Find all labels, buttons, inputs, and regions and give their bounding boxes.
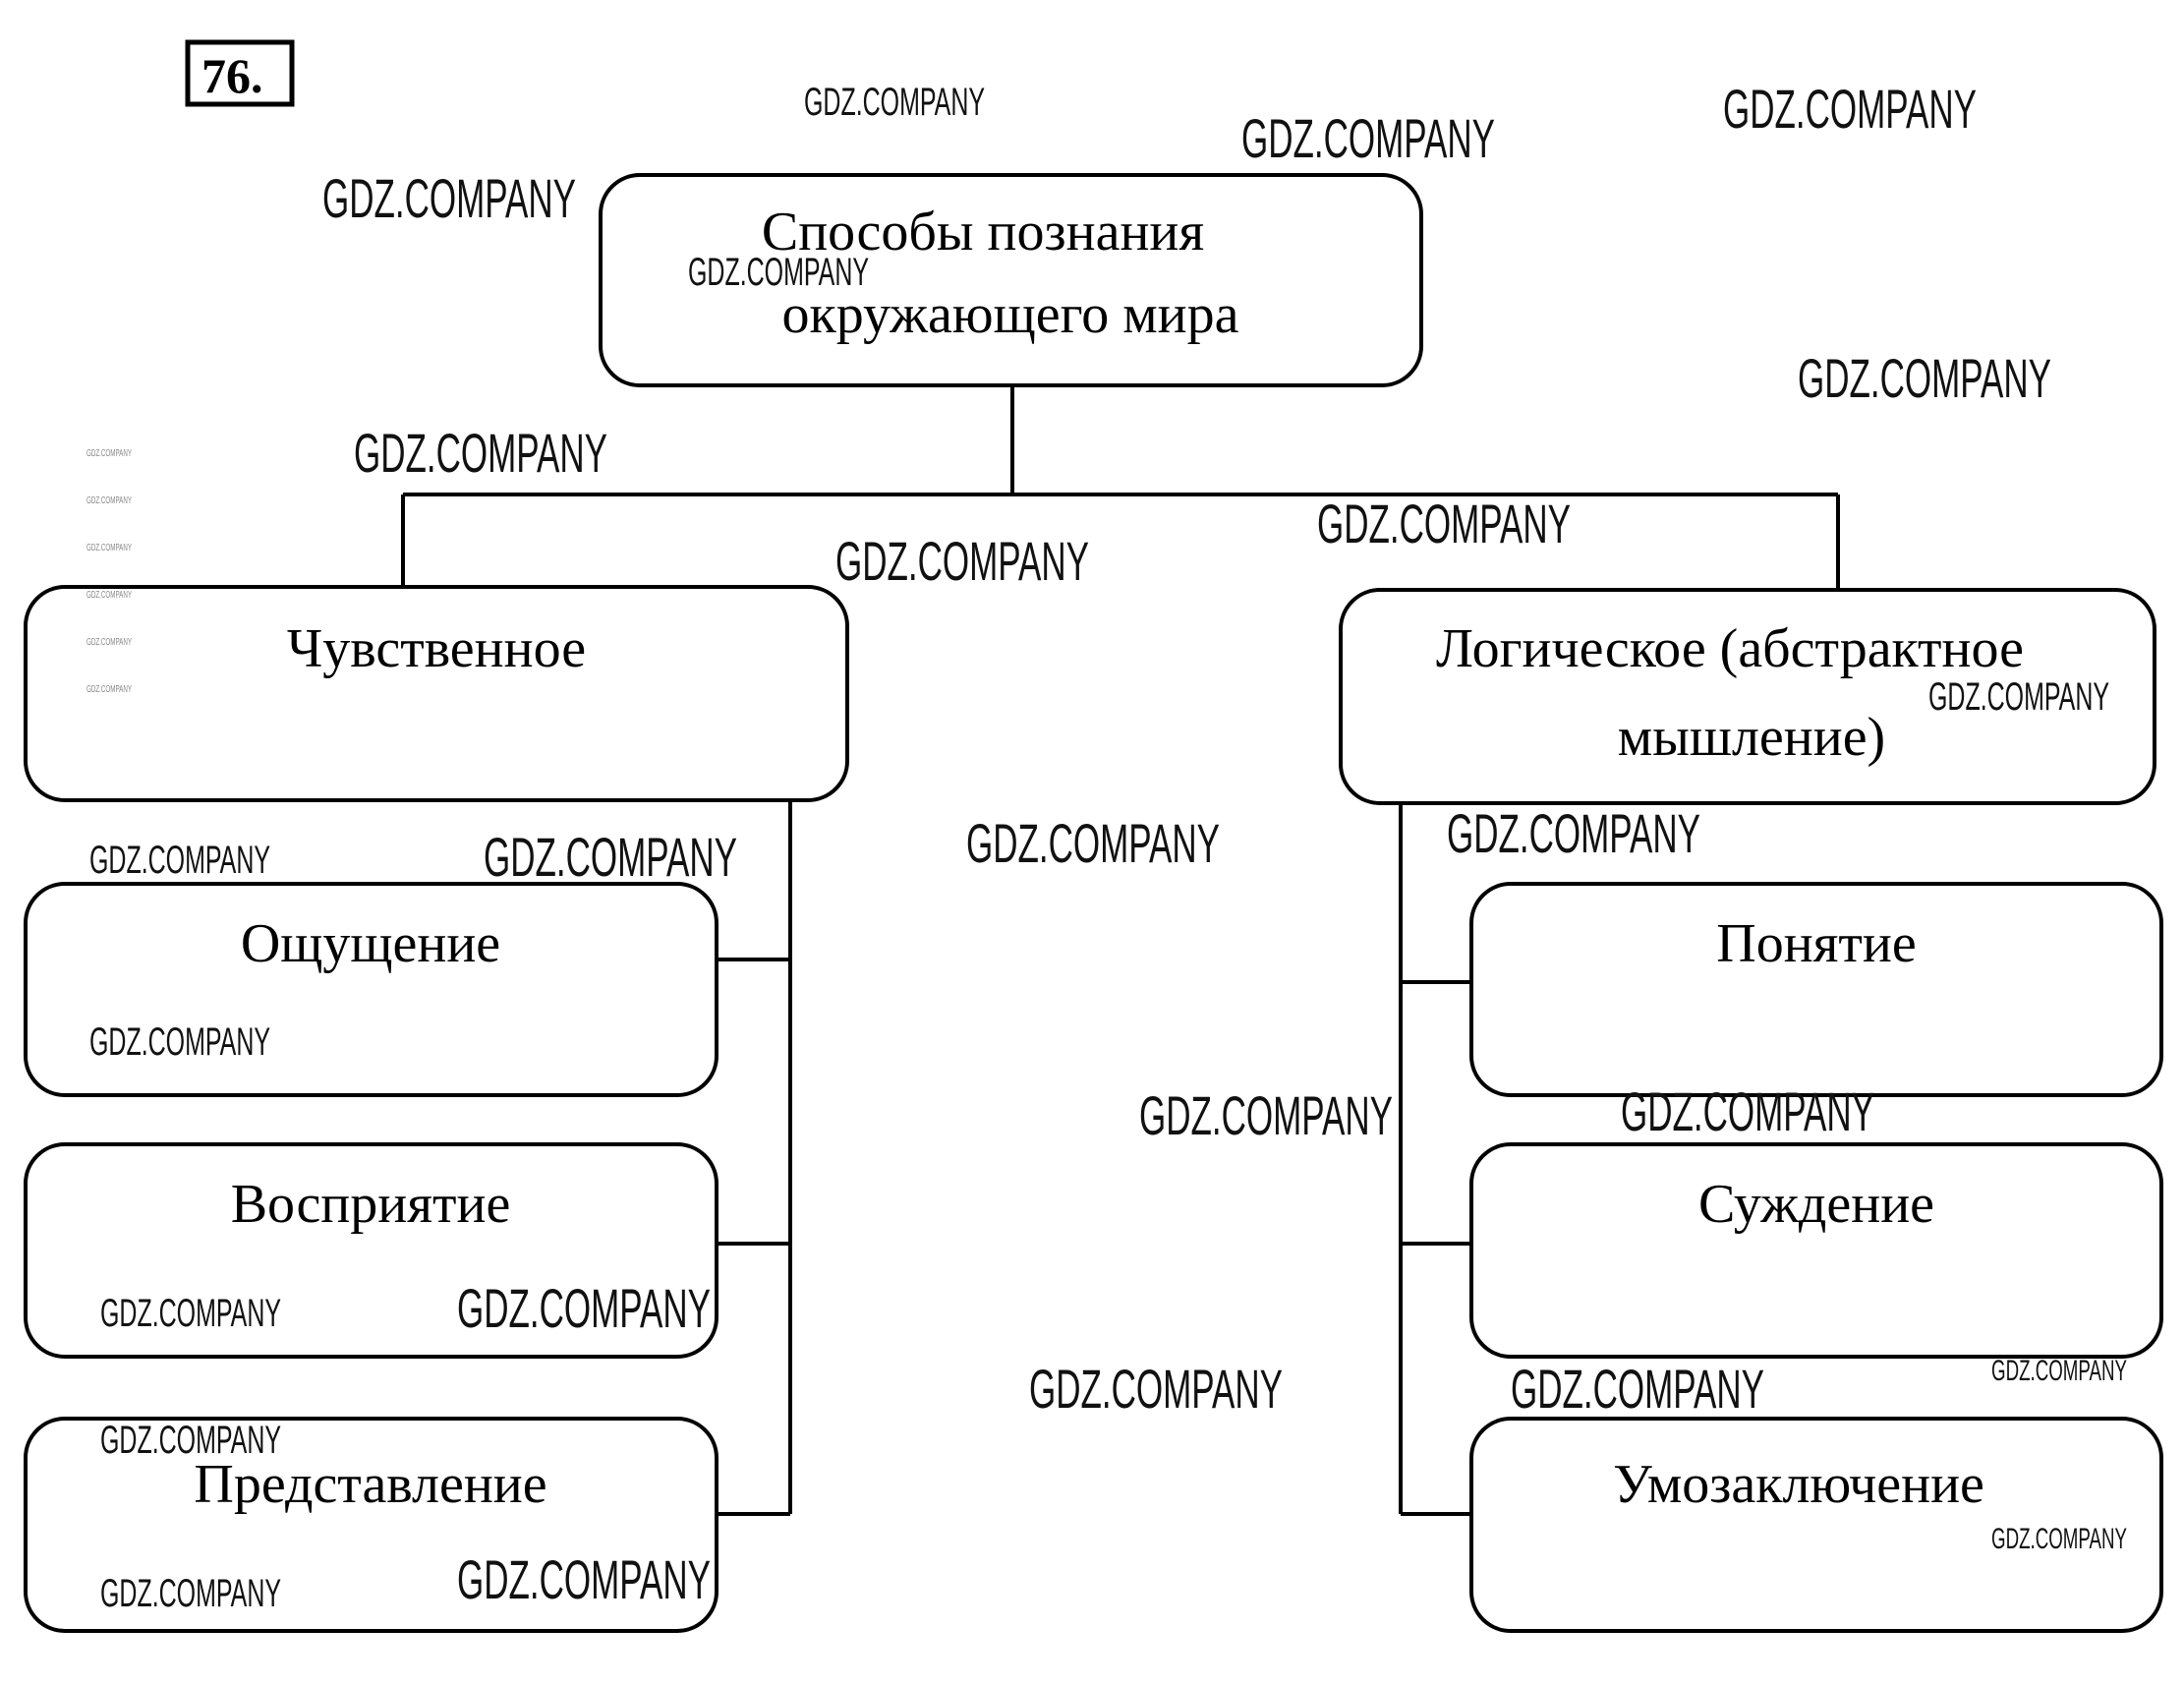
exercise-number-box xyxy=(185,39,295,107)
child-label-sensation: Ощущение xyxy=(241,913,500,974)
child-label-inference: Умозаключение xyxy=(1613,1454,1984,1515)
watermark: GDZ.COMPANY xyxy=(86,543,132,553)
root-node: Способы познания окружающего мира xyxy=(599,173,1423,387)
connectors xyxy=(401,385,1840,1516)
watermark: GDZ.COMPANY xyxy=(86,448,132,459)
watermark: GDZ.COMPANY xyxy=(86,637,132,648)
watermark: GDZ.COMPANY xyxy=(100,1419,281,1462)
branch-label-logical-line2: мышление) xyxy=(1618,707,1885,768)
watermarks: GDZ.COMPANY GDZ.COMPANY GDZ.COMPANY GDZ.… xyxy=(86,78,2127,1615)
watermark: GDZ.COMPANY xyxy=(457,1277,711,1339)
watermark: GDZ.COMPANY xyxy=(457,1548,711,1610)
watermark: GDZ.COMPANY xyxy=(1029,1358,1283,1420)
watermark: GDZ.COMPANY xyxy=(86,495,132,506)
child-label-representation: Представление xyxy=(194,1454,546,1515)
watermark: GDZ.COMPANY xyxy=(1991,1523,2127,1555)
watermark: GDZ.COMPANY xyxy=(966,812,1220,874)
child-node-concept: Понятие xyxy=(1469,882,2163,1097)
child-label-perception: Восприятие xyxy=(231,1174,511,1235)
child-label-judgment: Суждение xyxy=(1698,1174,1934,1235)
watermark: GDZ.COMPANY xyxy=(86,684,132,695)
watermark: GDZ.COMPANY xyxy=(1991,1355,2127,1387)
root-label-line2: окружающего мира xyxy=(782,284,1239,345)
branch-node-sensory: Чувственное xyxy=(24,585,849,802)
watermark: GDZ.COMPANY xyxy=(1621,1080,1874,1142)
child-node-inference: Умозаключение xyxy=(1469,1417,2163,1633)
watermark: GDZ.COMPANY xyxy=(688,251,869,294)
watermark: GDZ.COMPANY xyxy=(100,1572,281,1615)
exercise-number: 76. xyxy=(201,48,263,103)
watermark: GDZ.COMPANY xyxy=(89,839,270,882)
watermark: GDZ.COMPANY xyxy=(1241,107,1495,169)
child-node-representation: Представление xyxy=(24,1417,718,1633)
watermark: GDZ.COMPANY xyxy=(835,530,1089,592)
watermark: GDZ.COMPANY xyxy=(1447,802,1700,864)
watermark: GDZ.COMPANY xyxy=(100,1292,281,1335)
root-label-line1: Способы познания xyxy=(762,202,1204,262)
watermark: GDZ.COMPANY xyxy=(1723,78,1977,140)
watermark: GDZ.COMPANY xyxy=(1928,675,2109,719)
watermark: GDZ.COMPANY xyxy=(86,590,132,601)
child-node-sensation: Ощущение xyxy=(24,882,718,1097)
child-node-judgment: Суждение xyxy=(1469,1142,2163,1359)
watermark: GDZ.COMPANY xyxy=(322,167,576,229)
watermark: GDZ.COMPANY xyxy=(1511,1358,1764,1420)
watermark: GDZ.COMPANY xyxy=(354,422,607,484)
watermark: GDZ.COMPANY xyxy=(804,81,985,124)
watermark: GDZ.COMPANY xyxy=(484,826,737,888)
child-label-concept: Понятие xyxy=(1716,913,1916,974)
branch-label-logical-line1: Логическое (абстрактное xyxy=(1436,618,2024,679)
exercise-number-badge: 76. xyxy=(185,39,295,107)
child-node-perception: Восприятие xyxy=(24,1142,718,1359)
branch-node-logical: Логическое (абстрактное мышление) xyxy=(1339,588,2156,805)
watermark: GDZ.COMPANY xyxy=(1317,493,1571,554)
watermark: GDZ.COMPANY xyxy=(1798,347,2051,409)
watermark: GDZ.COMPANY xyxy=(1139,1084,1393,1146)
watermark: GDZ.COMPANY xyxy=(89,1020,270,1064)
branch-label-sensory: Чувственное xyxy=(287,618,586,679)
